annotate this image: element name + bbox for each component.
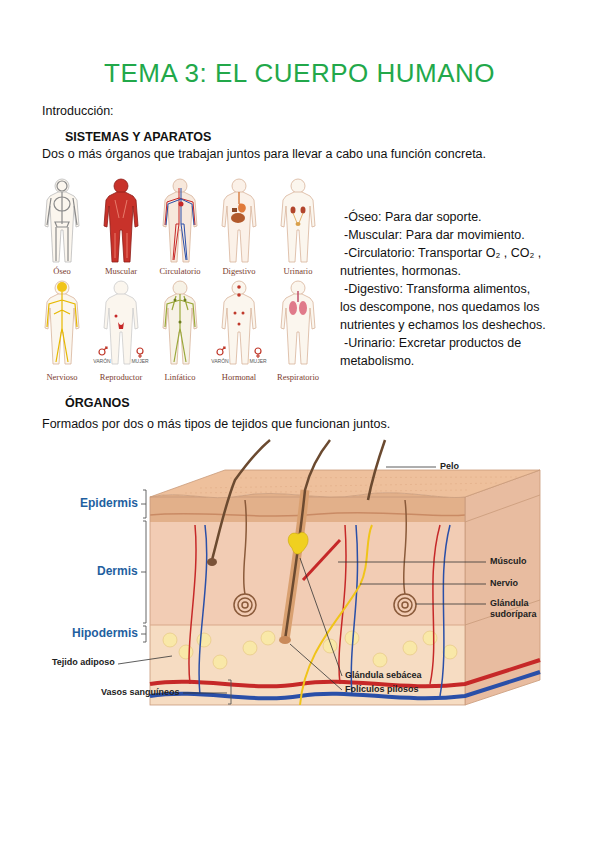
figure-label: Muscular	[93, 266, 149, 276]
page-title: TEMA 3: EL CUERPO HUMANO	[0, 58, 599, 89]
list-item: -Urinario: Excretar productos de metabol…	[340, 334, 548, 370]
intro-label: Introducción:	[42, 103, 114, 119]
sex-label: VARÓN	[90, 358, 114, 364]
part-label: Folículos pilosos	[345, 684, 419, 695]
body-text: Dos o más órganos que trabajan juntos pa…	[42, 146, 582, 162]
figure-label: Circulatorio	[152, 266, 208, 276]
respiratorio-figure	[281, 281, 315, 364]
figure-label: Óseo	[34, 266, 90, 276]
part-label: Músculo	[490, 556, 527, 567]
reproductor-figure	[99, 281, 143, 364]
layer-label: Epidermis	[80, 496, 138, 510]
list-item: -Digestivo: Transforma alimentos, los de…	[340, 280, 548, 334]
list-item: -Óseo: Para dar soporte.	[340, 208, 548, 226]
digestivo-figure	[222, 179, 256, 262]
muscular-figure	[104, 179, 138, 262]
skin-diagram	[118, 440, 540, 705]
part-label: Pelo	[440, 461, 459, 472]
figure-label: Linfático	[152, 372, 208, 382]
part-label: Glándula sebácea	[345, 670, 422, 681]
figure-label: Digestivo	[211, 266, 267, 276]
part-label: Tejido adiposo	[52, 657, 115, 668]
layer-label: Dermis	[97, 564, 138, 578]
part-label: Glándula sudorípara	[490, 598, 552, 620]
part-label: Nervio	[490, 578, 518, 589]
nervioso-figure	[45, 281, 79, 364]
sex-label: VARÓN	[208, 358, 232, 364]
body-text: Formados por dos o más tipos de tejidos …	[42, 416, 582, 432]
list-item: -Circulatorio: Transportar O₂ , CO₂ , nu…	[340, 244, 548, 280]
list-item: -Muscular: Para dar movimiento.	[340, 226, 548, 244]
figure-label: Respiratorio	[270, 372, 326, 382]
figure-label: Reproductor	[93, 372, 149, 382]
part-label: Vasos sanguíneos	[101, 687, 180, 698]
figure-label: Nervioso	[34, 372, 90, 382]
section-heading: SISTEMAS Y APARATOS	[65, 130, 211, 144]
oseo-figure	[45, 179, 79, 262]
figure-label: Urinario	[270, 266, 326, 276]
hormonal-figure	[217, 281, 261, 364]
sex-label: MUJER	[128, 358, 152, 364]
layer-label: Hipodermis	[72, 626, 138, 640]
linfatico-figure	[163, 281, 197, 364]
urinario-figure	[281, 179, 315, 262]
circulatorio-figure	[163, 179, 197, 262]
sex-label: MUJER	[246, 358, 270, 364]
figure-label: Hormonal	[211, 372, 267, 382]
section-heading: ÓRGANOS	[65, 396, 130, 410]
